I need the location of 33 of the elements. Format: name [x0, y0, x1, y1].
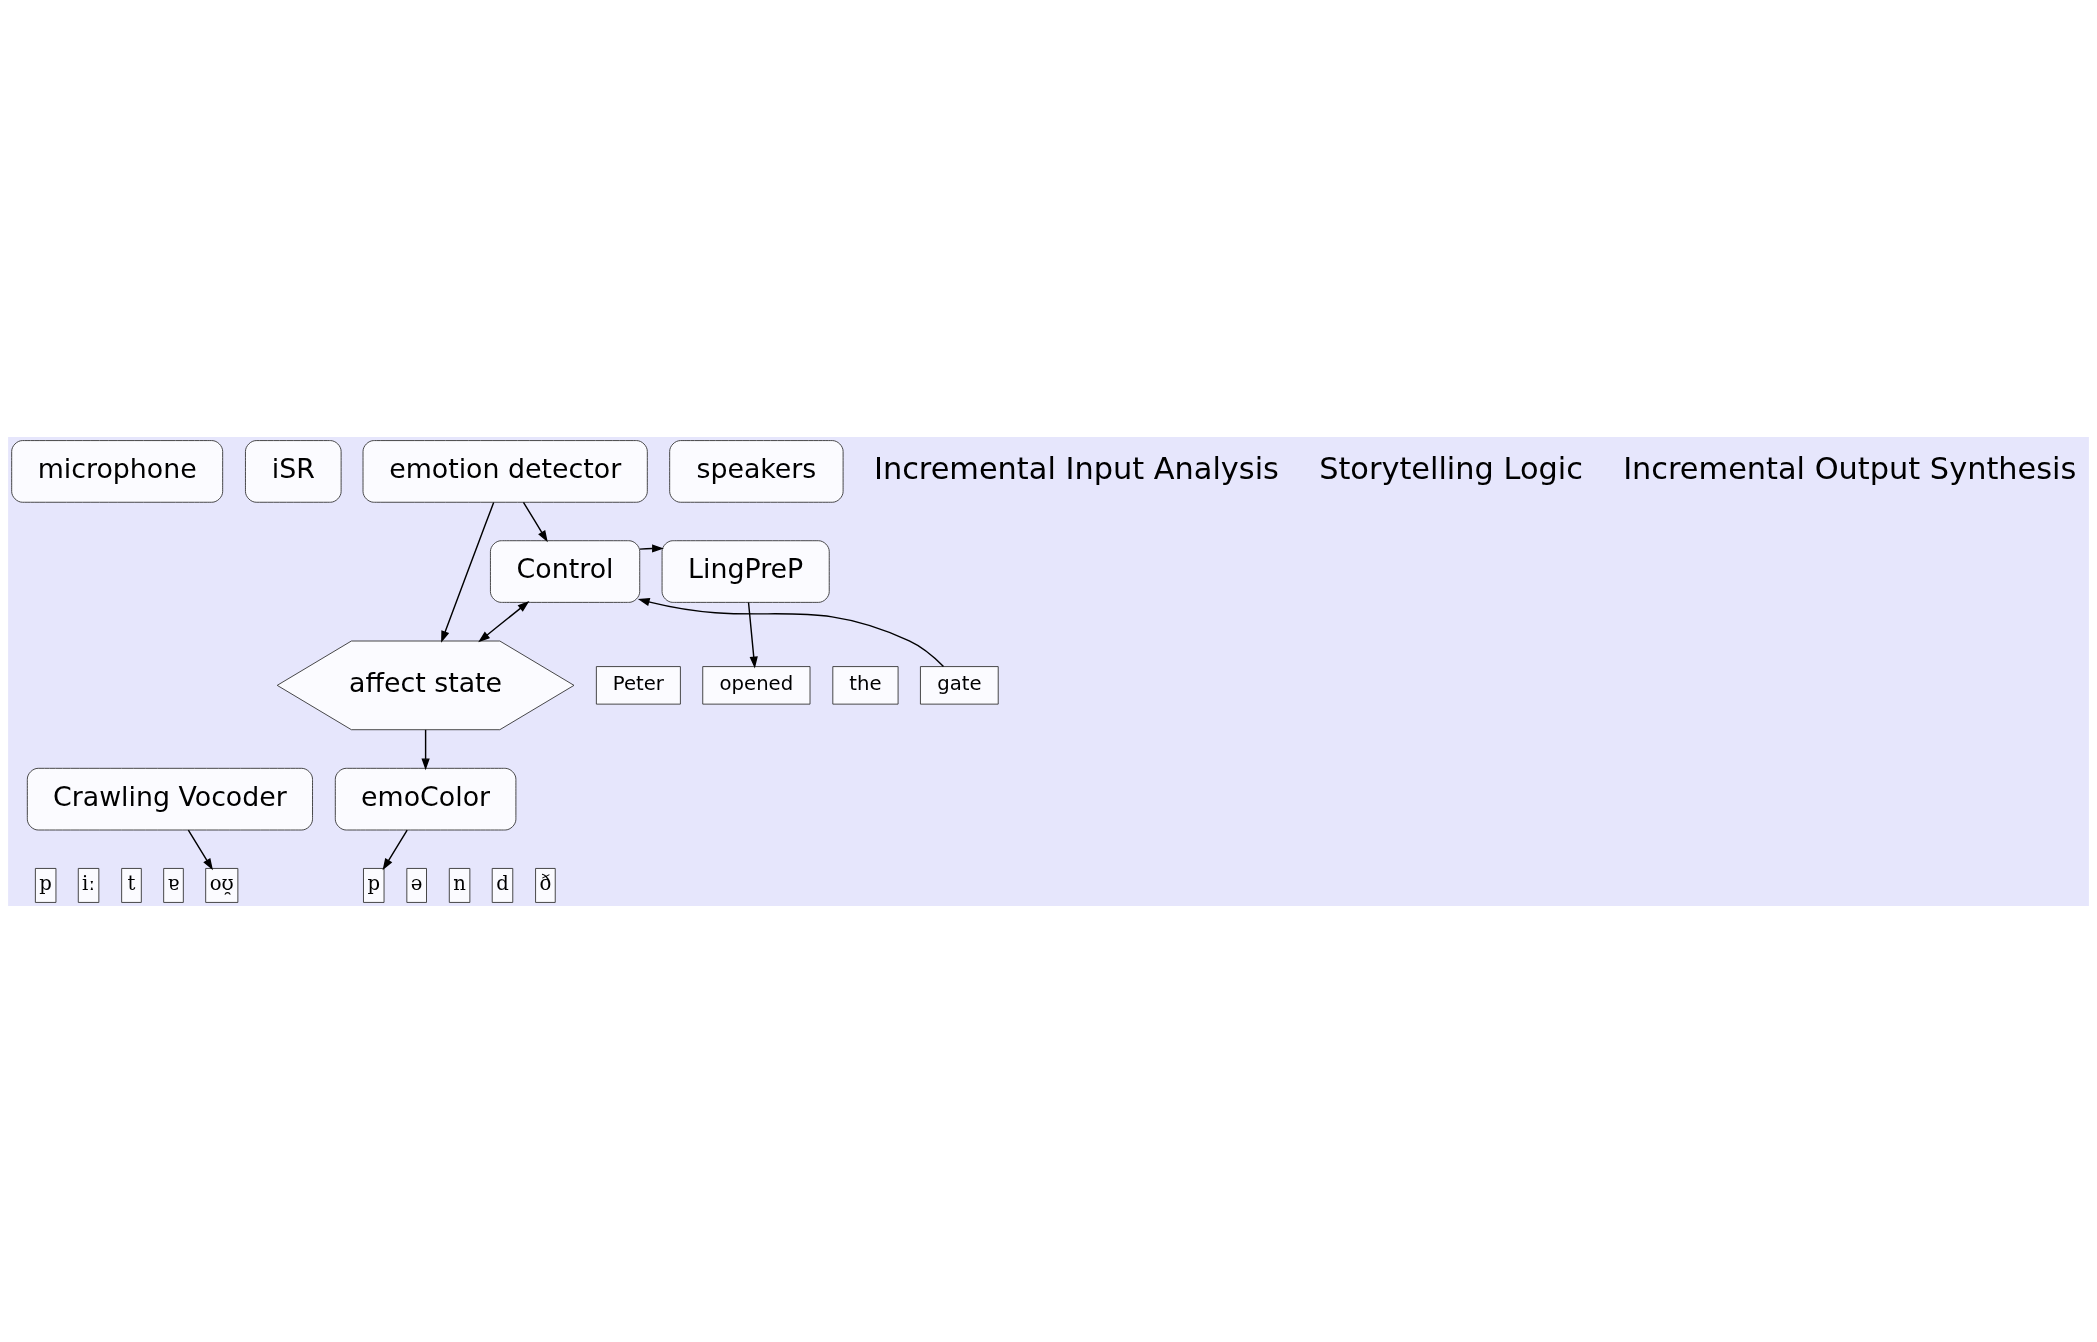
- arrow: [421, 728, 430, 770]
- arrow: [187, 828, 213, 870]
- node-box: opened: [702, 665, 811, 705]
- node-box: iSR: [245, 439, 342, 503]
- node-box: n: [448, 867, 471, 903]
- node-box: iː: [77, 867, 100, 903]
- arrow: [522, 501, 548, 542]
- node-box: LingPreP: [661, 539, 830, 603]
- node-box: p: [34, 867, 57, 903]
- node-box: Control: [489, 539, 641, 603]
- node-box: ð: [535, 867, 556, 903]
- node-box: Crawling Vocoder: [26, 767, 313, 830]
- node-box: ə: [406, 867, 427, 903]
- label: Incremental Output Synthesis: [1623, 450, 2077, 486]
- arrow: [747, 601, 758, 668]
- node-box: p: [363, 867, 385, 903]
- node-box: Peter: [595, 665, 681, 705]
- node-box: emotion detector: [362, 439, 648, 503]
- node-box: d: [491, 867, 514, 903]
- node-box: gate: [920, 665, 999, 705]
- label: Storytelling Logic: [1319, 450, 1583, 486]
- arrow: [637, 597, 945, 667]
- node-box: emoColor: [334, 767, 517, 830]
- node-box: microphone: [11, 439, 224, 503]
- arrow: [478, 600, 530, 642]
- arrow: [441, 501, 495, 643]
- node-box: t: [121, 867, 142, 903]
- node-box: oʊ̯: [205, 867, 239, 903]
- node-box: ɐ: [163, 867, 184, 903]
- node-box: speakers: [669, 439, 844, 503]
- label: Incremental Input Analysis: [873, 450, 1279, 486]
- node-box: the: [832, 665, 899, 705]
- arrow: [382, 828, 408, 870]
